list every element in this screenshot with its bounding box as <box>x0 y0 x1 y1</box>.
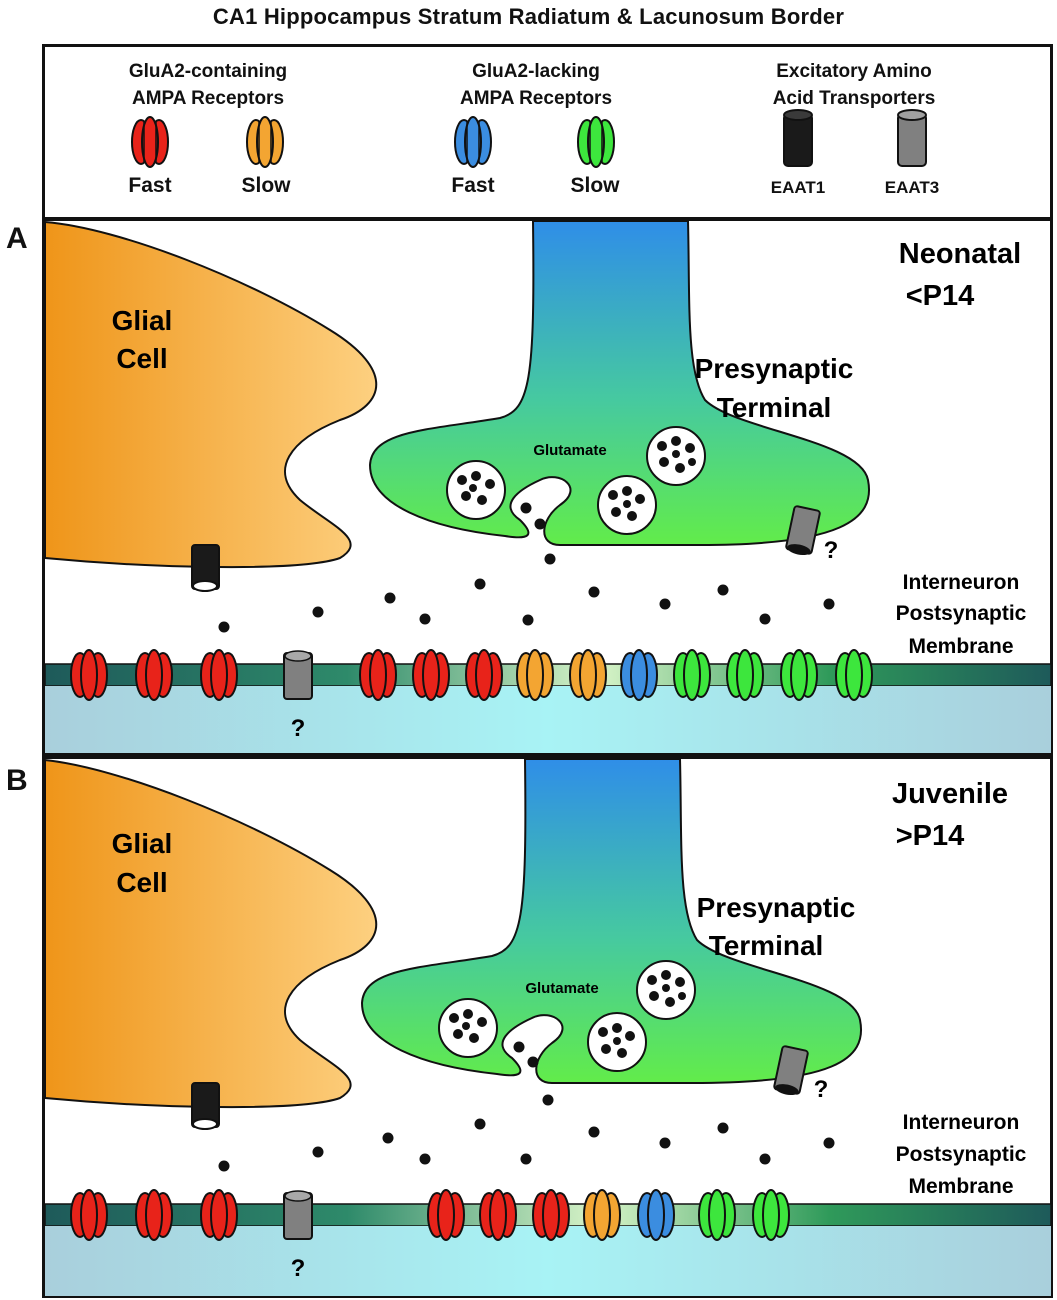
panel-b-presynaptic-label-2: Terminal <box>709 930 824 961</box>
panel-a-eaat3-presynaptic <box>785 505 821 556</box>
panel-b-glial-cell <box>44 758 378 1109</box>
panel-a-presynaptic-terminal <box>368 220 870 546</box>
panel-a-glutamate-label: Glutamate <box>533 442 606 459</box>
panel-b-age-label-2: >P14 <box>896 820 965 852</box>
legend-eaat1-label: EAAT1 <box>770 178 826 197</box>
legend-glua2-fast-receptor-icon <box>131 116 169 168</box>
legend-glua2-slow-receptor-icon <box>246 116 284 168</box>
panel-b-glutamate-dots <box>218 1041 835 1172</box>
panel-a-eaat1-transporter <box>191 544 220 592</box>
panel-a-age-label-1: Neonatal <box>899 238 1021 270</box>
legend-eaat3-icon <box>897 109 927 167</box>
panel-b-age-label-1: Juvenile <box>892 778 1008 810</box>
panel-b-presynaptic-label-1: Presynaptic <box>697 892 856 923</box>
panel-b-eaat1-transporter <box>191 1082 220 1130</box>
legend-slow-label-2: Slow <box>570 174 620 197</box>
panel-b-interneuron-label-3: Membrane <box>908 1175 1013 1198</box>
panel-a-diagram: Glial Cell Presynaptic Terminal Glutamat… <box>44 220 1052 753</box>
legend-slow-label-1: Slow <box>241 174 291 197</box>
panel-b-glutamate-label: Glutamate <box>525 980 598 997</box>
panel-a-question-presynaptic: ? <box>824 537 839 564</box>
figure-title: CA1 Hippocampus Stratum Radiatum & Lacun… <box>212 4 845 29</box>
legend-box <box>42 44 1053 220</box>
panel-a-presynaptic-label-1: Presynaptic <box>695 353 854 384</box>
panel-a-age-label-2: <P14 <box>906 280 975 312</box>
legend-lacking-fast-receptor-icon <box>454 116 492 168</box>
panel-a-interneuron-label-1: Interneuron <box>903 571 1020 594</box>
panel-b-interneuron-label-1: Interneuron <box>903 1111 1020 1134</box>
legend-icons <box>131 109 927 168</box>
legend-lacking-slow-receptor-icon <box>577 116 615 168</box>
panel-b-diagram: Glial Cell Presynaptic Terminal Glutamat… <box>44 758 1052 1296</box>
panel-a-question-postsynaptic: ? <box>291 715 306 742</box>
legend-eaat1-icon <box>783 109 813 167</box>
panel-b-question-postsynaptic: ? <box>291 1255 306 1282</box>
panel-a-interneuron-label-2: Postsynaptic <box>896 602 1027 625</box>
panel-a-glutamate-dots <box>218 502 835 633</box>
panel-b-glial-label-2: Cell <box>116 867 167 898</box>
panel-b-eaat3-postsynaptic <box>283 1190 313 1240</box>
panel-a-presynaptic-label-2: Terminal <box>717 392 832 423</box>
panel-a-glial-label-2: Cell <box>116 343 167 374</box>
panel-b-letter: B <box>6 764 28 797</box>
panel-a-interneuron-label-3: Membrane <box>908 635 1013 658</box>
panel-b-presynaptic-terminal <box>360 758 862 1084</box>
legend-fast-label-1: Fast <box>128 174 172 197</box>
panel-a-letter: A <box>6 222 28 255</box>
panel-b-interneuron-label-2: Postsynaptic <box>896 1143 1027 1166</box>
panel-b-glial-label-1: Glial <box>112 828 173 859</box>
panel-b-eaat3-presynaptic <box>773 1045 809 1096</box>
panel-b-question-presynaptic: ? <box>814 1076 829 1103</box>
panel-a-glial-cell <box>44 220 378 569</box>
panel-a-eaat3-postsynaptic <box>283 650 313 700</box>
legend-eaat3-label: EAAT3 <box>884 178 940 197</box>
panel-a-glial-label-1: Glial <box>112 305 173 336</box>
legend-fast-label-2: Fast <box>451 174 495 197</box>
